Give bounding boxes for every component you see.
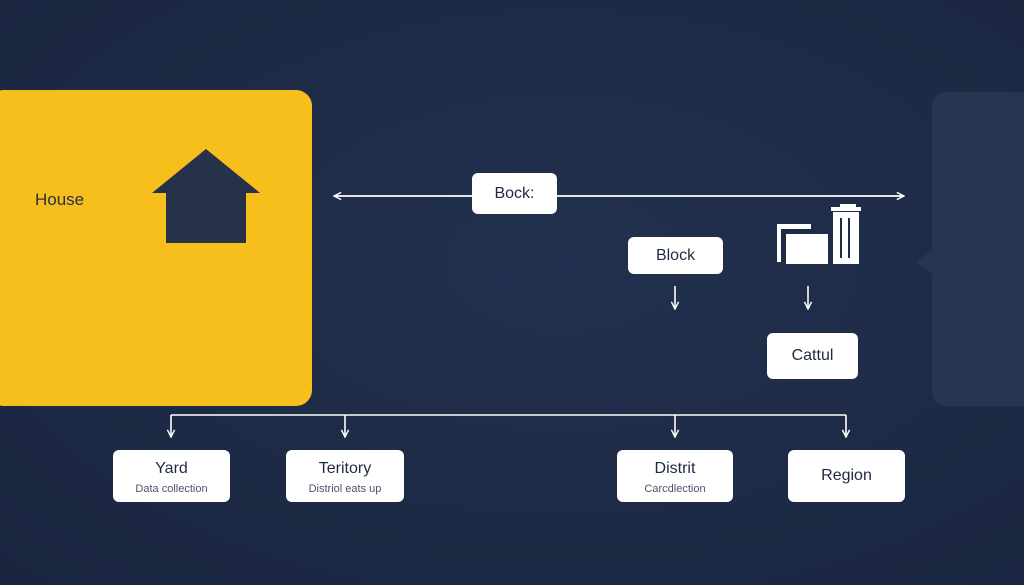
region-node: Region xyxy=(788,450,905,502)
territory-node: Teritory Distriol eats up xyxy=(286,450,404,502)
territory-sublabel: Distriol eats up xyxy=(308,483,382,495)
right-panel-pointer xyxy=(917,250,932,274)
region-label: Region xyxy=(821,467,872,484)
house-panel xyxy=(0,90,312,406)
territory-label: Teritory xyxy=(318,460,372,477)
top-connector-label-box: Bock: xyxy=(472,173,557,214)
folder-stack-icon xyxy=(777,204,861,264)
yard-node: Yard Data collection xyxy=(113,450,230,502)
house-icon xyxy=(152,149,260,243)
house-label: House xyxy=(35,190,85,209)
block-node: Block xyxy=(628,237,723,274)
district-sublabel: Carcdlection xyxy=(644,483,706,495)
block-label: Block xyxy=(655,246,696,264)
top-connector-label: Bock: xyxy=(494,184,535,202)
yard-sublabel: Data collection xyxy=(135,483,208,495)
yard-label: Yard xyxy=(155,460,188,477)
catalog-label: Cattul xyxy=(791,347,834,364)
district-label: Distrit xyxy=(654,460,696,477)
right-side-panel xyxy=(932,92,1024,406)
catalog-node: Cattul xyxy=(767,333,858,379)
district-node: Distrit Carcdlection xyxy=(617,450,733,502)
